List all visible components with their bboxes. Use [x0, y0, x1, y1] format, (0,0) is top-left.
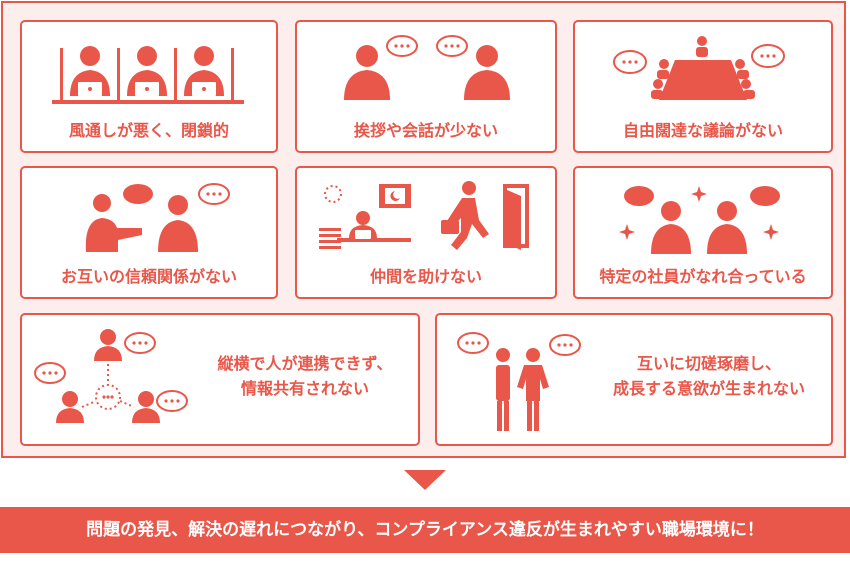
caption-line-2: 成長する意欲が生まれない: [612, 379, 805, 398]
leaving-person-icon: [319, 181, 529, 250]
down-arrow-icon: [404, 470, 446, 490]
card-cliquey: 特定の社員がなれ合っている: [573, 166, 833, 299]
cliquey-pair-icon: [619, 186, 780, 254]
card-no-help: 仲間を助けない: [295, 166, 557, 299]
card-no-info-sharing: 縦横で人が連携できず、 情報共有されない: [20, 313, 420, 446]
card-no-discussion: 自由闊達な議論がない: [573, 20, 833, 153]
card-caption: 風通しが悪く、閉鎖的: [68, 121, 229, 140]
wide-card-caption: 互いに切磋琢磨し、 成長する意欲が生まれない: [587, 351, 831, 401]
card-caption: 挨拶や会話が少ない: [353, 121, 498, 140]
two-standing-people-icon: [457, 332, 581, 431]
meeting-table-icon: [613, 36, 785, 100]
card-caption: 特定の社員がなれ合っている: [599, 267, 807, 286]
problems-panel: 風通しが悪く、閉鎖的 挨拶や会話が少ない: [1, 1, 846, 458]
caption-line-1: 互いに切磋琢磨し、: [636, 354, 781, 373]
two-people-speech-icon: [344, 35, 510, 100]
card-no-trust: お互いの信頼関係がない: [20, 166, 278, 299]
network-icon: [34, 329, 188, 423]
caption-line-2: 情報共有されない: [240, 379, 369, 398]
card-caption: 仲間を助けない: [369, 267, 482, 286]
caption-line-1: 縦横で人が連携できず、: [217, 354, 393, 373]
conclusion-banner: 問題の発見、解決の遅れにつながり、コンプライアンス違反が生まれやすい職場環境に！: [0, 507, 850, 553]
closed-office-icon: [52, 46, 244, 104]
card-few-greetings: 挨拶や会話が少ない: [295, 20, 557, 153]
card-no-growth: 互いに切磋琢磨し、 成長する意欲が生まれない: [435, 313, 833, 446]
distrust-icon: [85, 183, 230, 252]
card-closed-office: 風通しが悪く、閉鎖的: [20, 20, 278, 153]
card-caption: 自由闊達な議論がない: [622, 121, 783, 140]
wide-card-caption: 縦横で人が連携できず、 情報共有されない: [192, 351, 418, 401]
card-caption: お互いの信頼関係がない: [60, 267, 237, 286]
